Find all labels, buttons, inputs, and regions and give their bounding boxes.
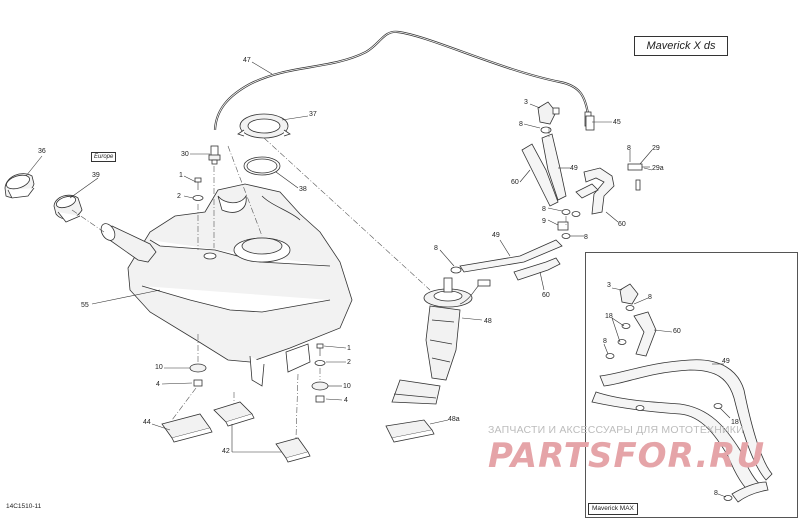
max-callout-3: 3 <box>607 282 611 289</box>
callout-3: 3 <box>524 99 528 106</box>
callout-8-d: 8 <box>584 234 588 241</box>
nut-4-left <box>193 379 203 387</box>
callout-44: 44 <box>143 419 151 426</box>
callout-45: 45 <box>613 119 621 126</box>
callout-29a: 29a <box>652 165 664 172</box>
hose-60-lower[interactable] <box>513 257 561 281</box>
max-callout-8-b: 8 <box>603 338 607 345</box>
sensor-30[interactable] <box>208 145 221 165</box>
hose-60-mid[interactable] <box>575 183 599 199</box>
clamp-8-d <box>561 233 571 239</box>
callout-47: 47 <box>243 57 251 64</box>
callout-60-a: 60 <box>511 179 519 186</box>
clamp-8-a <box>540 126 552 134</box>
maverick-max-inset-frame <box>585 252 798 518</box>
model-title: Maverick X ds <box>634 36 728 56</box>
callout-48: 48 <box>484 318 492 325</box>
callout-36: 36 <box>38 148 46 155</box>
watermark-logo: PARTSFOR.RU <box>488 436 766 476</box>
clamp-8-b <box>561 209 571 215</box>
europe-fuel-cap[interactable] <box>53 194 83 223</box>
max-hose-end-lower[interactable] <box>731 481 769 503</box>
callout-29: 29 <box>652 145 660 152</box>
fitting-45[interactable] <box>585 115 595 131</box>
callout-1-a: 1 <box>179 172 183 179</box>
max-callout-18-b: 18 <box>731 419 739 426</box>
max-callout-8-c: 8 <box>714 490 718 497</box>
callout-55: 55 <box>81 302 89 309</box>
pad-44[interactable] <box>161 413 213 443</box>
assembly-leader-lines <box>71 128 567 439</box>
washer-2-top <box>192 195 204 201</box>
callout-48a: 48a <box>448 416 460 423</box>
hose-49-lower[interactable] <box>459 239 563 273</box>
maverick-max-label: Maverick MAX <box>588 503 638 515</box>
callout-4-b: 4 <box>344 397 348 404</box>
callout-38: 38 <box>299 186 307 193</box>
clamp-8-e <box>450 266 462 274</box>
callout-49-a: 49 <box>570 165 578 172</box>
callout-2-b: 2 <box>347 359 351 366</box>
elbow-fitting-3[interactable] <box>537 101 560 125</box>
nut-4-right <box>315 395 325 403</box>
max-hose-60[interactable] <box>633 311 657 357</box>
callout-8-b: 8 <box>627 145 631 152</box>
callout-labels: 36 39 1 2 30 37 38 47 55 10 4 44 42 1 2 … <box>25 57 739 498</box>
fuel-tank[interactable] <box>127 183 353 387</box>
max-callout-49: 49 <box>722 358 730 365</box>
callout-9: 9 <box>542 218 546 225</box>
callout-60-c: 60 <box>542 292 550 299</box>
connector-29[interactable] <box>627 163 650 191</box>
tee-9[interactable] <box>557 221 569 231</box>
filler-neck <box>100 223 157 263</box>
callout-8-a: 8 <box>519 121 523 128</box>
max-clamp-18-a <box>621 323 631 329</box>
callout-8-c: 8 <box>542 206 546 213</box>
max-clamp-8-a <box>625 305 635 311</box>
rubber-mount-10-left <box>189 363 207 373</box>
max-callout-8-a: 8 <box>648 294 652 301</box>
europe-region-tag: Europe <box>91 152 117 162</box>
callout-1-b: 1 <box>347 345 351 352</box>
hose-60-upper[interactable] <box>521 143 559 207</box>
gasket-38[interactable] <box>243 156 281 176</box>
washer-2-right <box>314 360 326 366</box>
bolt-1-right <box>316 343 324 356</box>
max-callout-18-a: 18 <box>605 313 613 320</box>
callout-39: 39 <box>92 172 100 179</box>
bolt-1-top <box>194 177 202 190</box>
callout-4-a: 4 <box>156 381 160 388</box>
fuel-pump-lock-ring-37[interactable] <box>237 113 291 139</box>
watermark-tagline: ЗАПЧАСТИ И АКСЕССУАРЫ ДЛЯ МОТОТЕХНИКИ <box>488 424 744 436</box>
clamp-8-c <box>571 211 581 217</box>
callout-42: 42 <box>222 448 230 455</box>
max-clamp-8-b <box>605 353 615 359</box>
pad-42-bottom[interactable] <box>275 437 311 463</box>
callout-49-b: 49 <box>492 232 500 239</box>
callout-8-e: 8 <box>434 245 438 252</box>
max-callout-60: 60 <box>673 328 681 335</box>
max-clamp-18-c <box>713 403 723 409</box>
max-clamp-18-b <box>617 339 627 345</box>
callout-37: 37 <box>309 111 317 118</box>
hose-60-right[interactable] <box>583 167 615 215</box>
callout-2-a: 2 <box>177 193 181 200</box>
callout-10-a: 10 <box>155 364 163 371</box>
callout-30: 30 <box>181 151 189 158</box>
callout-60-b: 60 <box>618 221 626 228</box>
diagram-code: 14C1510-11 <box>6 503 42 510</box>
fuel-pump-module-48[interactable] <box>391 277 491 405</box>
fuel-cap[interactable] <box>4 173 35 199</box>
filter-48a[interactable] <box>385 419 435 443</box>
rubber-mount-10-right <box>311 381 329 391</box>
pad-42-top[interactable] <box>213 401 255 427</box>
max-elbow-fitting-3[interactable] <box>619 283 639 305</box>
hose-49-upper[interactable] <box>541 133 567 201</box>
callout-10-b: 10 <box>343 383 351 390</box>
max-clamp-lower <box>635 405 645 411</box>
